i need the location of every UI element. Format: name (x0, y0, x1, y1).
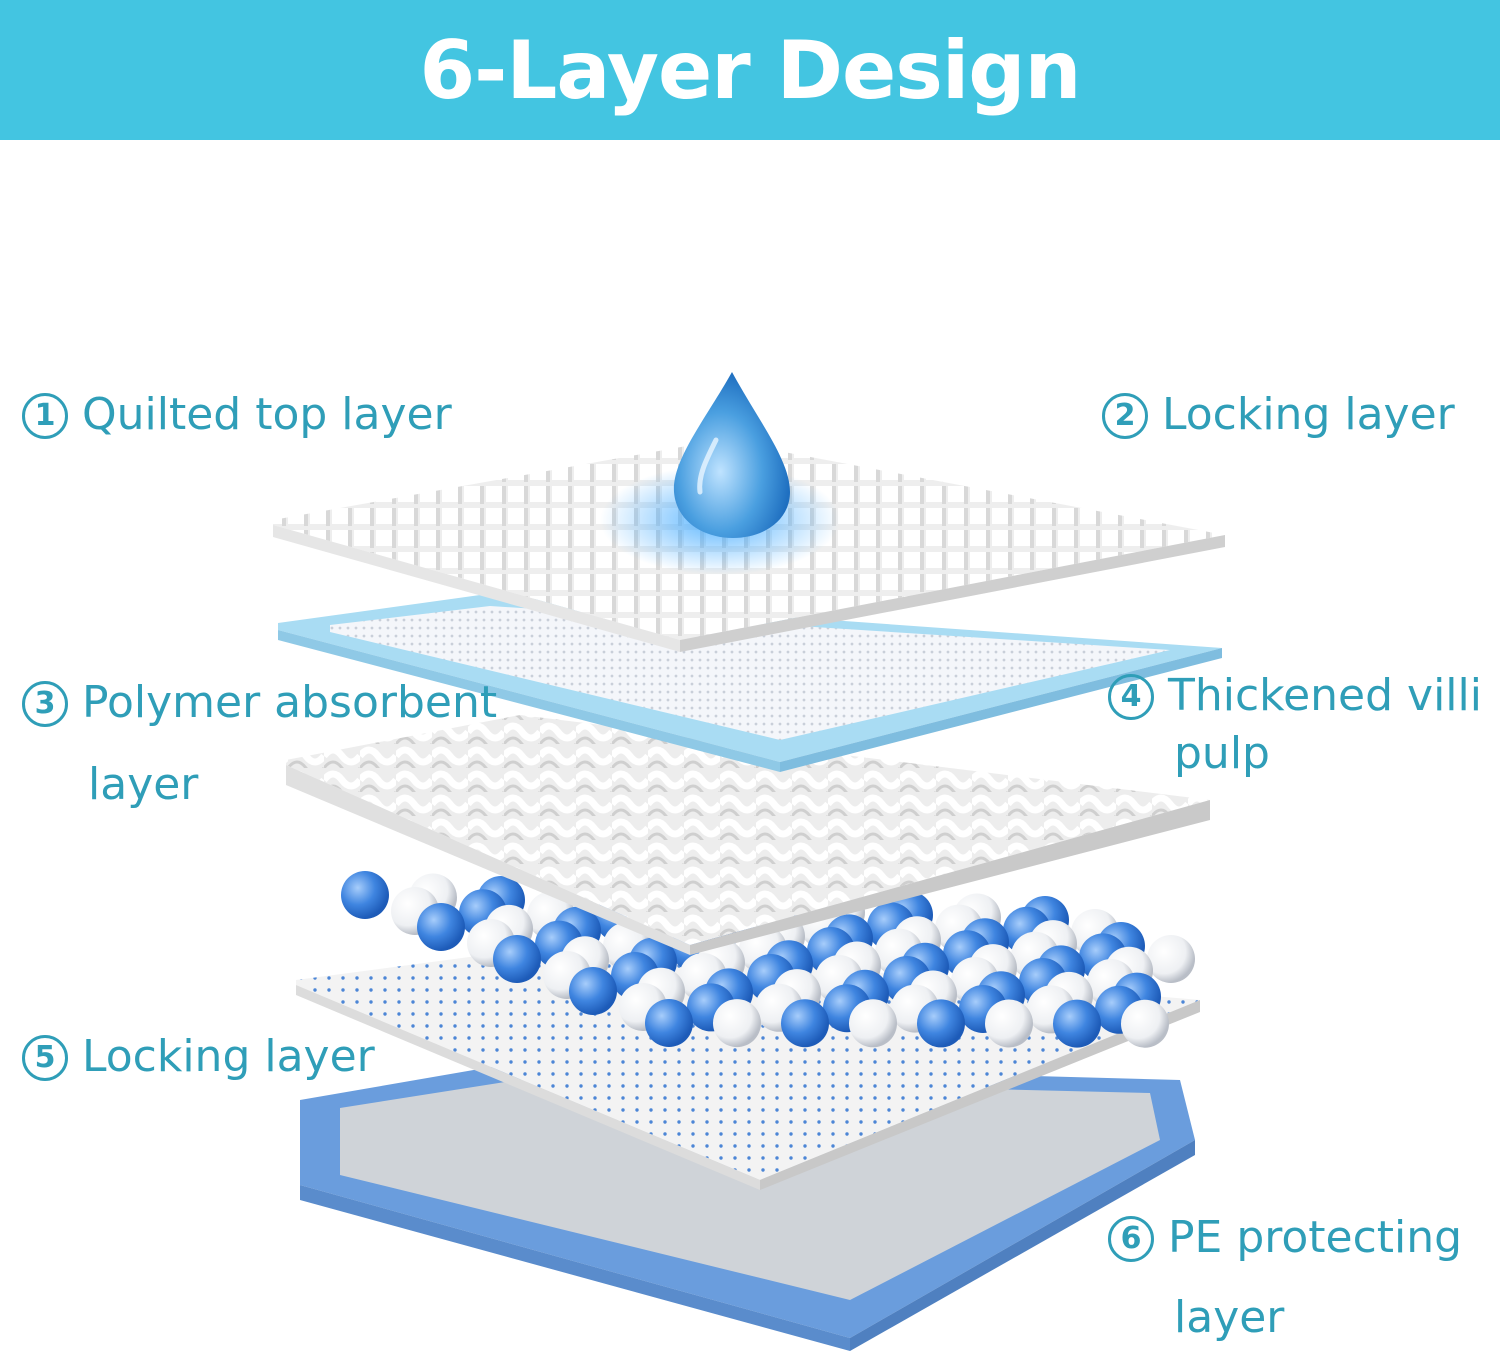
number-badge-2: 2 (1102, 393, 1148, 439)
polymer-bead-white (1121, 999, 1169, 1048)
polymer-bead-blue (917, 999, 965, 1048)
number-badge-6: 6 (1108, 1216, 1154, 1262)
layer-illustration (273, 372, 1225, 1351)
number-badge-1: 1 (22, 393, 68, 439)
polymer-bead-white (985, 999, 1033, 1048)
pe-protecting-layer (300, 1062, 1195, 1351)
polymer-bead-blue (645, 999, 693, 1047)
title-banner: 6-Layer Design (0, 0, 1500, 140)
polymer-bead-white (849, 999, 897, 1048)
polymer-bead-blue (341, 871, 389, 919)
number-badge-5: 5 (22, 1035, 68, 1081)
page-title: 6-Layer Design (419, 23, 1082, 117)
number-badge-3: 3 (22, 681, 68, 727)
absorbent-layer (278, 595, 1222, 772)
polymer-bead-blue (1053, 999, 1101, 1048)
polymer-bead-blue (417, 903, 465, 951)
polymer-bead-blue (569, 967, 617, 1015)
polymer-bead-white (1147, 935, 1195, 983)
number-badge-4: 4 (1108, 674, 1154, 720)
polymer-bead-blue (493, 935, 541, 983)
villi-pulp-layer (286, 715, 1210, 955)
water-drop-icon (673, 372, 790, 538)
quilted-top-layer (273, 440, 1225, 652)
polymer-bead-blue (781, 999, 829, 1048)
polymer-bead-white (713, 999, 761, 1048)
